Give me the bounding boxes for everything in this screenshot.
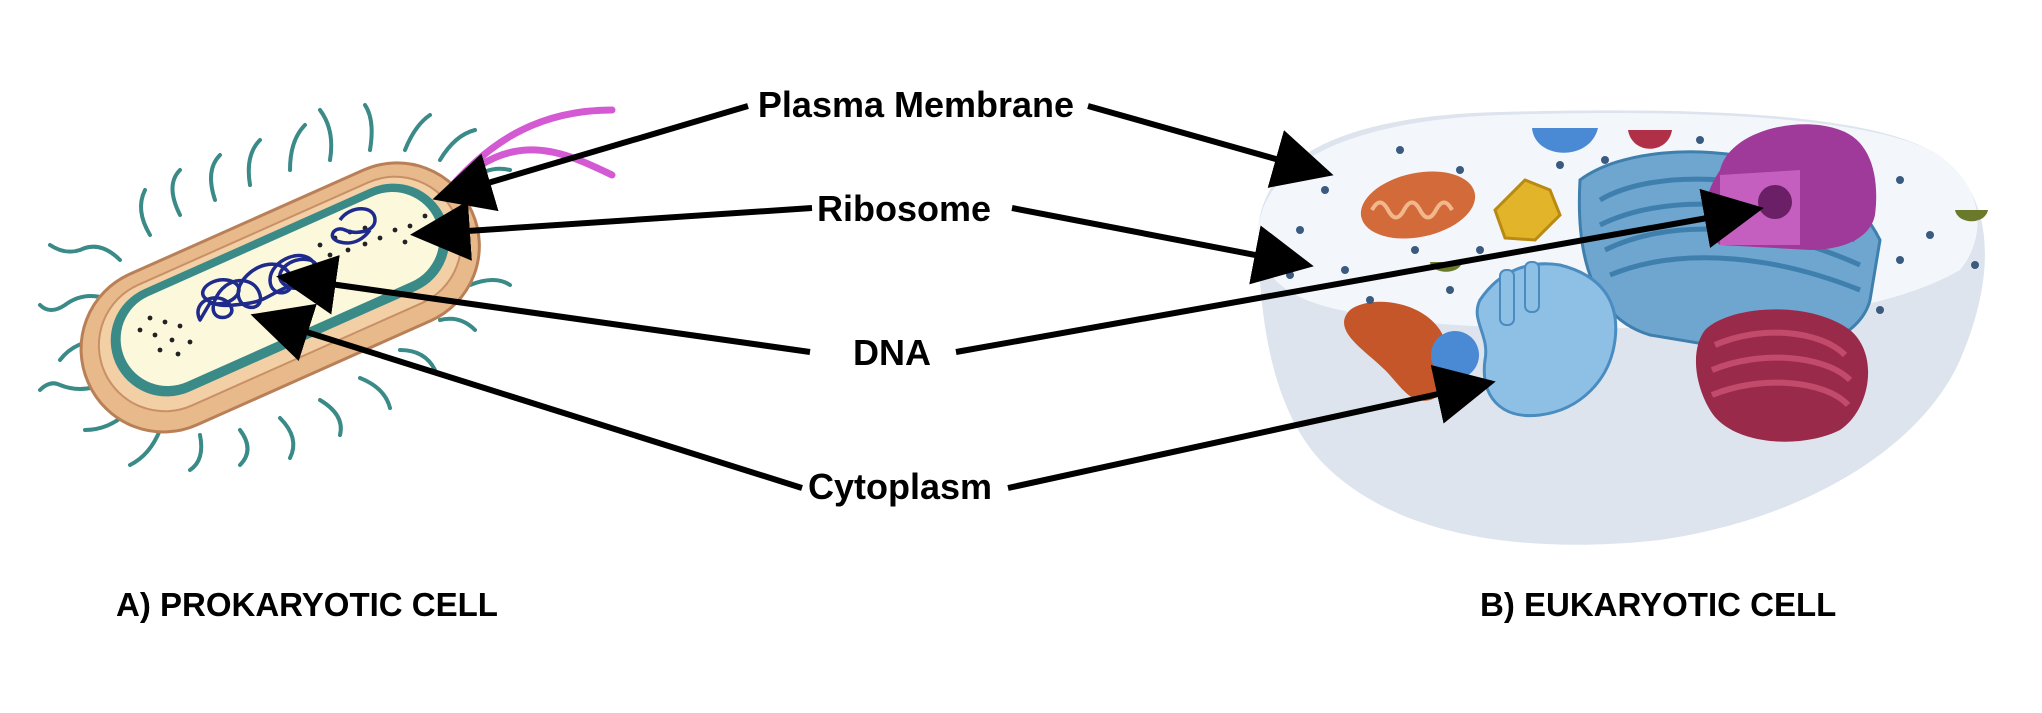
arrow-cytoplasm-left [250,303,803,491]
arrows [250,103,1764,491]
centrosome [1493,178,1562,242]
smooth-er-tube-2 [1524,261,1540,313]
prokaryotic-cell [38,103,616,472]
cytoplasm-label: Cytoplasm [807,466,993,507]
vacuole [1344,301,1449,401]
eukaryotic-cell [1257,110,1988,545]
vesicle-bowl-2 [1628,130,1672,149]
arrow-ribosome-right [1011,205,1314,285]
vesicle-blue [1431,331,1479,379]
plasma-membrane-label: Plasma Membrane [757,84,1075,125]
nucleolus [1758,185,1792,219]
ribosome-label: Ribosome [816,188,992,229]
arrow-dna-left [276,255,811,355]
vesicle-bowl-3 [1955,210,1988,222]
dna-label: DNA [853,332,931,373]
mitochondrion [1360,171,1476,239]
eukaryotic-cell-title: B) EUKARYOTIC CELL [1480,586,1837,623]
arrow-ribosome-left [410,200,813,261]
smooth-er-tube-1 [1499,269,1515,326]
arrow-plasma-membrane-right [1087,103,1334,188]
arrow-dna-right [955,188,1764,355]
golgi-apparatus [1695,309,1869,442]
prokaryotic-cell-title: A) PROKARYOTIC CELL [116,586,498,623]
pili [38,103,512,472]
arrow-plasma-membrane-left [432,103,749,212]
vesicle-bowl-1 [1532,128,1598,153]
arrow-cytoplasm-right [1007,364,1496,491]
